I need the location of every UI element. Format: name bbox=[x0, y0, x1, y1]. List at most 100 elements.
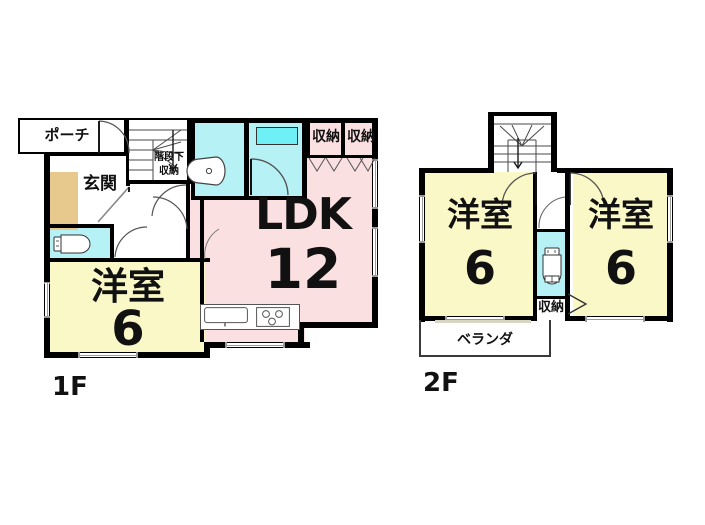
wall-2f-core-left bbox=[533, 172, 537, 320]
window-ldk-right-line bbox=[374, 160, 376, 208]
window-2f-left-a bbox=[419, 195, 425, 197]
window-1f-left-a bbox=[44, 282, 50, 284]
wall-1f-top bbox=[124, 118, 378, 123]
wall-2f-toilet-top bbox=[533, 229, 569, 232]
label-entrance: 玄関 bbox=[83, 174, 117, 194]
label-ldk-size: 12 bbox=[264, 237, 342, 301]
window-2f-lb-a bbox=[445, 316, 447, 322]
wall-1f-left bbox=[44, 152, 50, 358]
wall-1f-bottom-riser bbox=[298, 322, 304, 348]
wall-porch-top bbox=[18, 118, 124, 120]
wall-entrance-bottom bbox=[44, 224, 114, 228]
wall-2f-core-right bbox=[565, 172, 570, 320]
bathtub bbox=[256, 127, 298, 145]
window-ldk-bottom-b bbox=[283, 342, 285, 348]
door-2f-right-room bbox=[569, 172, 605, 206]
window-ldk-right2-b bbox=[372, 275, 378, 277]
label-ldk: LDK bbox=[255, 189, 352, 240]
window-2f-rb-a bbox=[585, 316, 587, 322]
wall-closet-bottom bbox=[307, 155, 345, 158]
entrance-step bbox=[50, 172, 78, 230]
label-western-room-2f-left-size: 6 bbox=[463, 241, 496, 295]
wall-wash-left bbox=[191, 118, 195, 200]
window-2f-right-b bbox=[667, 241, 673, 243]
wall-wash-right bbox=[244, 118, 249, 200]
label-understair-line2: 収納 bbox=[159, 166, 179, 177]
label-western-room-2f-left: 洋室 bbox=[447, 195, 513, 234]
wall-hall-right bbox=[200, 197, 204, 342]
door-ldk-hall bbox=[204, 228, 220, 260]
wall-stair-right bbox=[186, 118, 191, 184]
washbasin-fixture bbox=[186, 156, 226, 186]
window-2f-left-b bbox=[419, 241, 425, 243]
wall-porch-left bbox=[18, 118, 20, 154]
label-western-room-2f-right-size: 6 bbox=[604, 241, 637, 295]
wall-porch-riser bbox=[50, 152, 129, 156]
wall-porch-bottom bbox=[18, 152, 50, 154]
window-2f-right-a bbox=[667, 195, 673, 197]
wall-2f-left-top bbox=[419, 168, 494, 173]
window-ldk-right2-a bbox=[372, 227, 378, 229]
wall-hall-top bbox=[186, 258, 206, 262]
wall-2f-left bbox=[419, 168, 425, 322]
label-closet-left: 収納 bbox=[312, 129, 340, 145]
label-closet-2f: 収納 bbox=[537, 300, 564, 315]
window-ldk-right-b bbox=[372, 207, 378, 209]
wall-closet-left-side bbox=[307, 118, 310, 158]
window-1f-bottom-line bbox=[78, 354, 136, 356]
door-toilet-2f bbox=[538, 196, 566, 229]
window-2f-left-line bbox=[421, 196, 423, 242]
label-closet-right: 収納 bbox=[347, 129, 375, 145]
window-2f-rb-line bbox=[585, 318, 643, 320]
wall-2f-stair-right bbox=[551, 112, 557, 172]
closet-left-doors bbox=[308, 157, 343, 172]
kitchen-sink bbox=[204, 307, 248, 327]
wall-veranda-bottom bbox=[419, 355, 551, 357]
window-1f-left-b bbox=[44, 316, 50, 318]
window-2f-lb-line bbox=[445, 318, 503, 320]
wall-bath-right bbox=[302, 118, 307, 200]
wall-1f-top-left bbox=[124, 118, 129, 154]
window-ldk-right2-line bbox=[374, 228, 376, 276]
toilet-fixture-1f bbox=[53, 234, 91, 254]
wall-1f-bottom-step bbox=[204, 342, 210, 358]
floor-plan-2f: 洋室 6 洋室 6 収納 ベランダ 2F bbox=[405, 0, 705, 420]
wall-bath-bottom bbox=[249, 196, 307, 200]
veranda-rail bbox=[435, 320, 531, 323]
room-fill-western-2f-left bbox=[425, 172, 533, 320]
wall-1f-bottom-3 bbox=[298, 322, 378, 328]
kitchen-stove bbox=[256, 307, 290, 327]
wall-veranda-right bbox=[549, 320, 551, 357]
wall-closet-bottom-2 bbox=[345, 155, 378, 158]
label-western-room-2f-right: 洋室 bbox=[588, 195, 654, 234]
staircase-2f bbox=[494, 116, 551, 172]
floor-plan-1f: ポーチ 玄関 階段下 収納 収納 収納 洋室 6 LDK 12 1F bbox=[0, 0, 420, 420]
wall-closet-divider bbox=[341, 118, 345, 158]
wall-2f-right-top bbox=[557, 168, 673, 173]
room-fill-veranda bbox=[421, 322, 551, 356]
wall-hall-left bbox=[186, 184, 190, 262]
door-bathroom bbox=[250, 158, 289, 196]
closet-2f-door bbox=[567, 293, 588, 315]
label-floor-1f: 1F bbox=[52, 372, 88, 402]
room-fill-western-1f bbox=[50, 262, 205, 358]
wall-2f-stair-left bbox=[488, 112, 494, 172]
wall-toilet-right bbox=[110, 224, 114, 262]
closet-right-doors bbox=[346, 157, 376, 173]
window-ldk-bottom-line bbox=[225, 344, 283, 346]
label-western-room-1f-size: 6 bbox=[111, 301, 145, 357]
staircase-1f bbox=[129, 120, 187, 180]
label-western-room-1f: 洋室 bbox=[91, 265, 165, 308]
wall-stair-bottom bbox=[129, 179, 191, 184]
window-1f-bottom-a bbox=[78, 352, 80, 358]
wall-2f-right bbox=[667, 168, 673, 322]
window-2f-lb-b bbox=[503, 316, 505, 322]
window-1f-left-line bbox=[46, 283, 48, 316]
door-toilet-1f bbox=[114, 226, 148, 258]
window-ldk-bottom-a bbox=[225, 342, 227, 348]
wall-1f-right bbox=[372, 118, 378, 328]
wall-2f-closet-top bbox=[533, 296, 569, 299]
wall-room-top bbox=[44, 258, 210, 262]
wall-veranda-left bbox=[419, 320, 421, 357]
